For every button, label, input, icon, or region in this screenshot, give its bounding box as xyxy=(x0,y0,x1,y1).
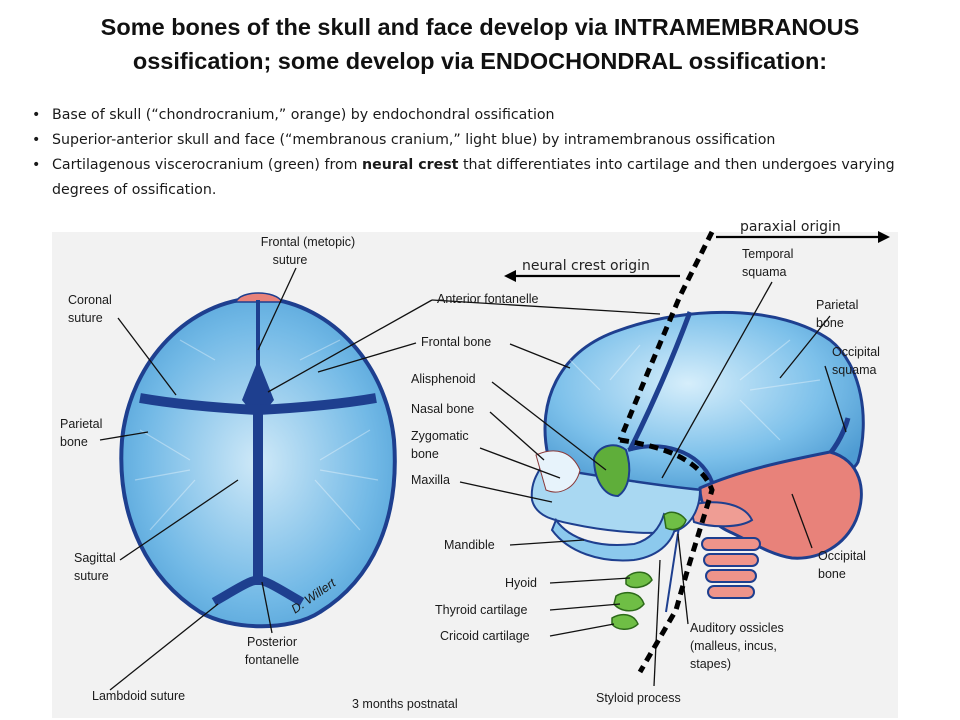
bone-texture xyxy=(134,339,379,531)
label-thyroid-cartilage: Thyroid cartilage xyxy=(435,603,527,617)
label-mandible: Mandible xyxy=(444,538,495,552)
label-frontal-bone: Frontal bone xyxy=(421,335,491,349)
bullet-text: that differentiates into cartilage and t… xyxy=(52,157,895,198)
label-coronal-line2: suture xyxy=(68,311,103,325)
top-frontal-cartilage-icon xyxy=(234,292,284,303)
title-line-1: Some bones of the skull and face develop… xyxy=(100,14,860,40)
label-occipital-squama-line2: squama xyxy=(832,363,877,377)
label-maxilla: Maxilla xyxy=(411,473,450,487)
label-anterior-fontanelle: Anterior fontanelle xyxy=(437,292,539,306)
bullet-text: Cartilagenous viscerocranium (green) fro… xyxy=(52,157,362,173)
origin-arrows xyxy=(504,231,890,282)
label-lambdoid: Lambdoid suture xyxy=(92,689,185,703)
label-posterior-fontanelle: Posterior xyxy=(247,635,297,649)
label-occipital-bone: Occipital xyxy=(818,549,866,563)
bullet-item: Base of skull (“chondrocranium,” orange)… xyxy=(32,103,937,128)
label-neural-crest-origin: neural crest origin xyxy=(522,258,650,274)
label-parietal-side: Parietal xyxy=(816,298,858,312)
label-auditory-ossicles: Auditory ossicles xyxy=(690,621,784,635)
label-sagittal-line2: suture xyxy=(74,569,109,583)
larynx-cartilages xyxy=(611,511,687,630)
label-auditory-ossicles-line2: (malleus, incus, xyxy=(690,639,777,653)
label-parietal-top: Parietal xyxy=(60,417,102,431)
label-zygomatic-line2: bone xyxy=(411,447,439,461)
top-view-skull xyxy=(119,292,397,629)
label-parietal-side-line2: bone xyxy=(816,316,844,330)
label-temporal-squama: Temporal xyxy=(742,247,793,261)
bullet-item: Cartilagenous viscerocranium (green) fro… xyxy=(32,153,937,203)
side-bone-texture xyxy=(569,339,821,441)
label-styloid-process: Styloid process xyxy=(596,691,681,705)
title-line-2: ossification; some develop via ENDOCHOND… xyxy=(132,48,828,74)
label-frontal-metopic-line2: suture xyxy=(273,253,308,267)
lambdoid-suture xyxy=(211,575,305,606)
label-coronal: Coronal xyxy=(68,293,112,307)
label-sagittal: Sagittal xyxy=(74,551,116,565)
label-paraxial-origin: paraxial origin xyxy=(740,219,841,235)
alisphenoid-green xyxy=(592,444,631,498)
side-view-skull xyxy=(530,310,865,630)
leader-lines xyxy=(99,267,847,691)
label-zygomatic: Zygomatic xyxy=(411,429,469,443)
bullet-bold-term: neural crest xyxy=(362,157,459,173)
label-occipital-squama: Occipital xyxy=(832,345,880,359)
bullet-text: Base of skull (“chondrocranium,” orange)… xyxy=(52,107,555,123)
side-coronal-suture xyxy=(627,311,693,452)
cervical-stack xyxy=(701,537,761,599)
label-occipital-bone-line2: bone xyxy=(818,567,846,581)
label-auditory-ossicles-line3: stapes) xyxy=(690,657,731,671)
label-alisphenoid: Alisphenoid xyxy=(411,372,476,386)
label-temporal-squama-line2: squama xyxy=(742,265,787,279)
bullet-text: Superior-anterior skull and face (“membr… xyxy=(52,132,776,148)
page-title: Some bones of the skull and face develop… xyxy=(0,10,960,78)
label-hyoid: Hyoid xyxy=(505,576,537,590)
label-cricoid-cartilage: Cricoid cartilage xyxy=(440,629,530,643)
nasal-zygomatic-area xyxy=(535,450,581,493)
occipital-chondrocranium xyxy=(698,450,863,560)
bullet-list: Base of skull (“chondrocranium,” orange)… xyxy=(32,103,937,203)
label-age: 3 months postnatal xyxy=(352,697,458,711)
label-parietal-top-line2: bone xyxy=(60,435,88,449)
label-frontal-metopic: Frontal (metopic) xyxy=(261,235,355,249)
origin-divider xyxy=(617,230,715,674)
label-nasal-bone: Nasal bone xyxy=(411,402,474,416)
label-posterior-fontanelle-line2: fontanelle xyxy=(245,653,299,667)
bullet-item: Superior-anterior skull and face (“membr… xyxy=(32,128,937,153)
